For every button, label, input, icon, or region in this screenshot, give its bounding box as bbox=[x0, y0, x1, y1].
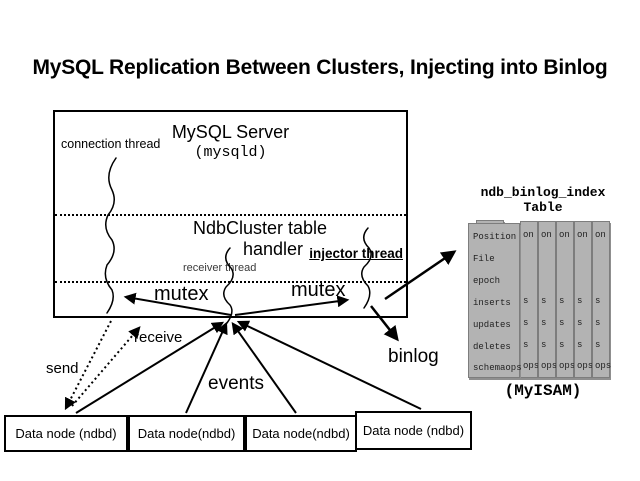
ndbcluster-handler-line2: handler bbox=[243, 239, 304, 259]
binlog-index-fragment-text: s bbox=[523, 318, 529, 328]
myisam-engine-label: (MyISAM) bbox=[504, 382, 582, 400]
binlog-index-fragment-text: s bbox=[541, 340, 547, 350]
binlog-index-fragment-text: ops bbox=[595, 361, 612, 371]
mysql-server-box: MySQL Server (mysqld) connection thread … bbox=[53, 110, 408, 318]
events-arrow-node2 bbox=[185, 321, 228, 414]
binlog-index-fragment-text: on bbox=[541, 230, 552, 240]
field-schemaops: schemaops bbox=[473, 363, 522, 373]
binlog-index-fragment-text: s bbox=[595, 318, 601, 328]
binlog-index-fragment-text: s bbox=[577, 318, 583, 328]
mysql-server-title: MySQL Server bbox=[171, 122, 290, 142]
mysqld-subtitle: (mysqld) bbox=[194, 144, 267, 161]
binlog-index-fragment-text: s bbox=[541, 296, 547, 306]
data-node-3-label: Data node(ndbd) bbox=[252, 426, 350, 441]
binlog-index-fragment-text: ops bbox=[541, 361, 558, 371]
diagram-title: MySQL Replication Between Clusters, Inje… bbox=[32, 56, 608, 79]
dotted-divider-bottom bbox=[55, 281, 406, 283]
binlog-index-fragment-text: ops bbox=[559, 361, 576, 371]
events-arrow-node3 bbox=[231, 322, 297, 414]
field-epoch: epoch bbox=[473, 276, 501, 286]
data-node-2: Data node(ndbd) bbox=[128, 415, 245, 452]
binlog-index-fragment-text: ops bbox=[523, 361, 540, 371]
receive-arrow bbox=[71, 326, 141, 407]
binlog-index-title-line1: ndb_binlog_index bbox=[480, 185, 606, 200]
binlog-index-back-card: on s s s ops bbox=[520, 221, 540, 378]
binlog-index-card-stack: Position File epoch inserts updates dele… bbox=[468, 220, 614, 379]
binlog-index-fragment-text: s bbox=[559, 296, 565, 306]
binlog-index-fragment-text: s bbox=[577, 340, 583, 350]
binlog-index-table-title: ndb_binlog_index Table bbox=[468, 185, 618, 216]
field-updates: updates bbox=[473, 320, 511, 330]
field-deletes: deletes bbox=[473, 342, 511, 352]
binlog-index-back-card: on s s s ops bbox=[556, 221, 576, 378]
binlog-index-fragment-text: on bbox=[595, 230, 606, 240]
binlog-index-fragment-text: s bbox=[595, 296, 601, 306]
data-node-4: Data node (ndbd) bbox=[355, 411, 472, 450]
receiver-thread-label: receiver thread bbox=[183, 262, 257, 274]
binlog-label: binlog bbox=[388, 346, 439, 367]
connection-thread-label: connection thread bbox=[61, 137, 161, 151]
binlog-index-fragment-text: s bbox=[559, 318, 565, 328]
receive-label: receive bbox=[134, 329, 183, 346]
binlog-index-fragment-text: on bbox=[523, 230, 534, 240]
binlog-index-fragment-text: s bbox=[523, 296, 529, 306]
binlog-index-fragment-text: on bbox=[559, 230, 570, 240]
data-node-4-label: Data node (ndbd) bbox=[362, 423, 465, 438]
binlog-index-fragment-text: on bbox=[577, 230, 588, 240]
binlog-index-fragment-text: s bbox=[559, 340, 565, 350]
binlog-index-fragment-text: s bbox=[577, 296, 583, 306]
binlog-index-fragment-text: s bbox=[523, 340, 529, 350]
binlog-index-back-card: on s s s ops bbox=[538, 221, 558, 378]
data-node-2-label: Data node(ndbd) bbox=[137, 426, 236, 441]
dotted-divider-top bbox=[55, 214, 406, 216]
field-file: File bbox=[473, 254, 495, 264]
mutex-label-left: mutex bbox=[154, 283, 209, 305]
field-position: Position bbox=[473, 232, 517, 242]
binlog-index-fragment-text: s bbox=[595, 340, 601, 350]
field-inserts: inserts bbox=[473, 298, 511, 308]
binlog-index-front-card: Position File epoch inserts updates dele… bbox=[468, 223, 522, 378]
data-node-3: Data node(ndbd) bbox=[245, 415, 357, 452]
events-label: events bbox=[208, 373, 264, 394]
data-node-1: Data node (ndbd) bbox=[4, 415, 128, 452]
binlog-index-back-card: on s s s ops bbox=[574, 221, 594, 378]
injector-thread-label: injector thread bbox=[309, 246, 403, 261]
ndbcluster-handler-line1: NdbCluster table bbox=[193, 218, 328, 238]
mutex-label-right: mutex bbox=[291, 279, 346, 301]
data-node-1-label: Data node (ndbd) bbox=[15, 426, 117, 441]
binlog-index-fragment-text: s bbox=[541, 318, 547, 328]
binlog-index-title-line2: Table bbox=[523, 199, 563, 215]
send-label: send bbox=[46, 360, 79, 377]
binlog-index-back-card: on s s s ops bbox=[592, 221, 612, 378]
binlog-index-fragment-text: ops bbox=[577, 361, 594, 371]
